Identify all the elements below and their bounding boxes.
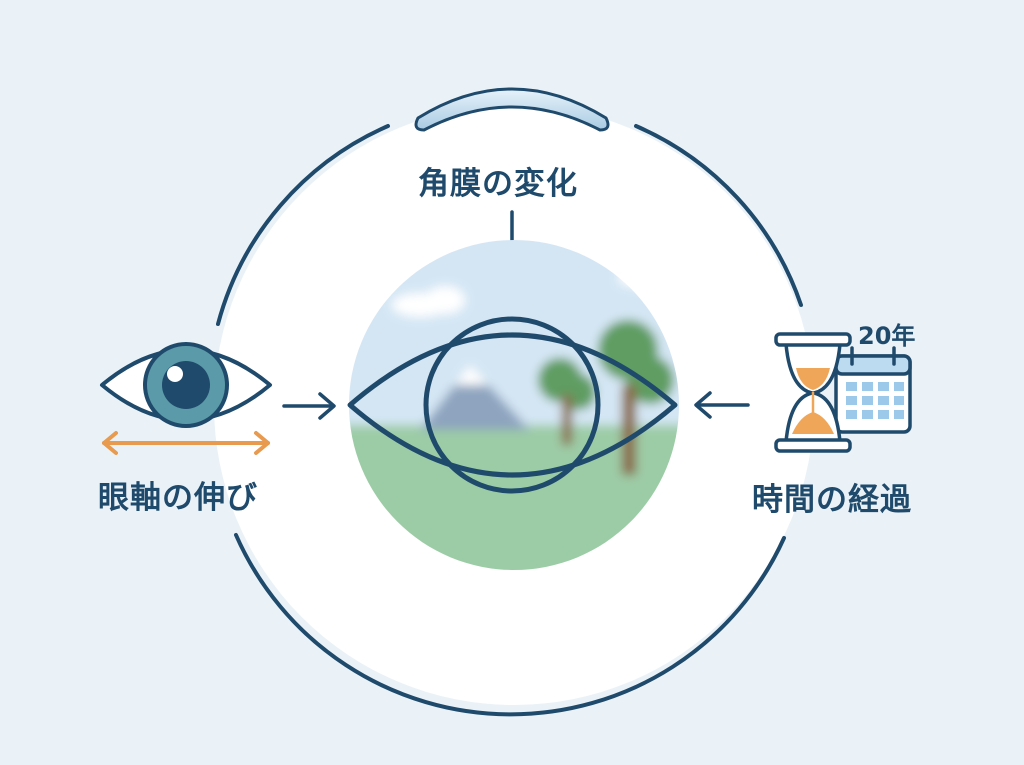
center-eye-iris-ring bbox=[423, 316, 601, 494]
right-arrow-icon bbox=[282, 392, 336, 420]
contact-lens-icon bbox=[414, 87, 610, 132]
hourglass-icon bbox=[774, 332, 852, 453]
cornea-change-label: 角膜の変化 bbox=[418, 166, 578, 202]
passage-of-time-label: 時間の経過 bbox=[752, 482, 912, 518]
years-label: 20年 bbox=[858, 322, 916, 350]
left-arrow-icon bbox=[694, 391, 750, 419]
ring-arc-top-right bbox=[634, 124, 803, 307]
calendar-icon bbox=[834, 346, 912, 434]
blurred-scene bbox=[349, 240, 679, 570]
eye-icon bbox=[100, 342, 272, 428]
main-circle-ring bbox=[216, 124, 803, 717]
ring-arc-top-left bbox=[216, 124, 390, 326]
ring-arc-bottom bbox=[234, 533, 786, 717]
double-arrow-icon bbox=[102, 431, 270, 455]
axial-elongation-label: 眼軸の伸び bbox=[98, 480, 258, 516]
